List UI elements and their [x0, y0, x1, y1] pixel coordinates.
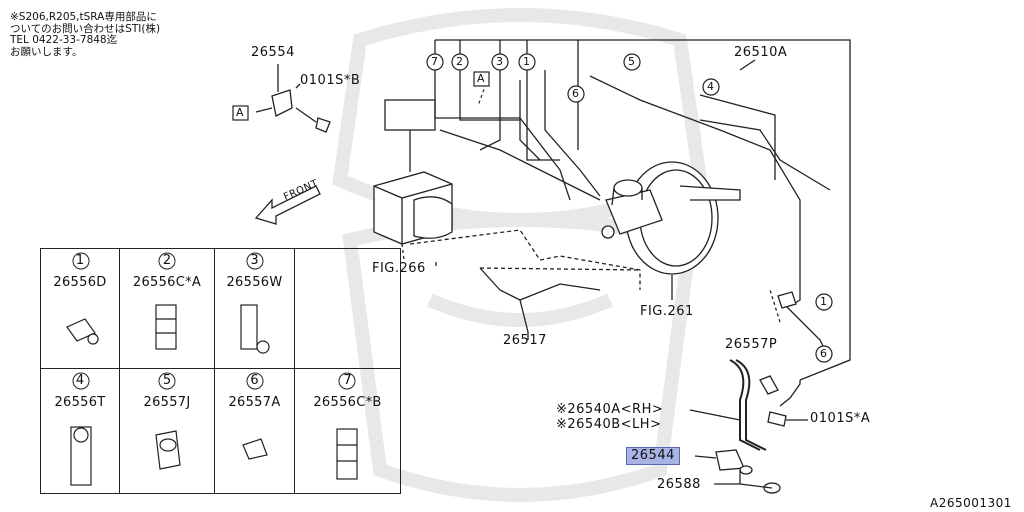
label-26540a-rh: ※26540A<RH> [556, 402, 664, 417]
legend-cell: 3 26556W [215, 249, 295, 369]
clip-icon [242, 438, 268, 460]
callout-1b: 1 [820, 295, 828, 308]
label-26588: 26588 [657, 477, 701, 492]
legend-part: 26556T [54, 395, 106, 410]
legend-cell: 1 26556D [41, 249, 120, 369]
legend-part: 26557J [143, 395, 191, 410]
callout-1: 1 [523, 55, 531, 68]
legend-num: 6 [250, 373, 259, 388]
legend-num: 2 [162, 253, 172, 268]
legend-cell: 4 26556T [41, 369, 120, 493]
clip-icon [66, 318, 99, 345]
label-0101s-b: 0101S*B [300, 73, 361, 88]
legend-part: 26556C*B [313, 395, 382, 410]
legend-number-circles [72, 252, 356, 390]
clip-icon [155, 430, 181, 470]
legend-part: 26556W [226, 275, 283, 290]
diagram-id: A265001301 [930, 496, 1012, 510]
clamp-icon [336, 428, 358, 480]
legend-part: 26557A [228, 395, 281, 410]
legend-cell: 7 26556C*B [295, 369, 400, 493]
callout-2: 2 [456, 55, 464, 68]
parts-legend-table: 1 26556D 2 26556C*A 3 26556W [40, 248, 401, 494]
callout-6: 6 [572, 87, 580, 100]
legend-cell: 2 26556C*A [120, 249, 215, 369]
callout-5: 5 [628, 55, 636, 68]
label-26510a: 26510A [734, 45, 788, 60]
legend-num: 1 [75, 253, 85, 268]
ref-a-label: A [236, 106, 245, 119]
label-26517: 26517 [503, 333, 547, 348]
legend-cell-empty [295, 249, 400, 369]
clamp-icon [155, 304, 177, 350]
callout-3: 3 [496, 55, 504, 68]
legend-num: 4 [75, 373, 85, 388]
clamp-icon [240, 304, 270, 354]
callout-4: 4 [707, 80, 715, 93]
label-26544-highlighted[interactable]: 26544 [626, 447, 680, 465]
label-26557p: 26557P [725, 337, 778, 352]
callout-6b: 6 [820, 347, 828, 360]
legend-part: 26556C*A [132, 275, 202, 290]
legend-cell: 6 26557A [215, 369, 295, 493]
sti-note: ※S206,R205,tSRA専用部品に ついてのお問い合わせはSTI(株) T… [10, 11, 161, 58]
clamp-icon [70, 426, 92, 486]
label-26540b-lh: ※26540B<LH> [556, 417, 662, 432]
callout-7: 7 [431, 55, 439, 68]
label-0101s-a: 0101S*A [810, 411, 871, 426]
legend-num: 3 [250, 253, 259, 268]
label-fig261: FIG.261 [640, 304, 694, 319]
legend-cell: 5 26557J [120, 369, 215, 493]
label-26554: 26554 [251, 45, 295, 60]
ref-a-label-2: A [477, 72, 486, 85]
legend-num: 7 [343, 373, 352, 388]
legend-num: 5 [162, 373, 172, 388]
label-fig266: FIG.266 [372, 261, 426, 276]
legend-part: 26556D [53, 275, 107, 290]
